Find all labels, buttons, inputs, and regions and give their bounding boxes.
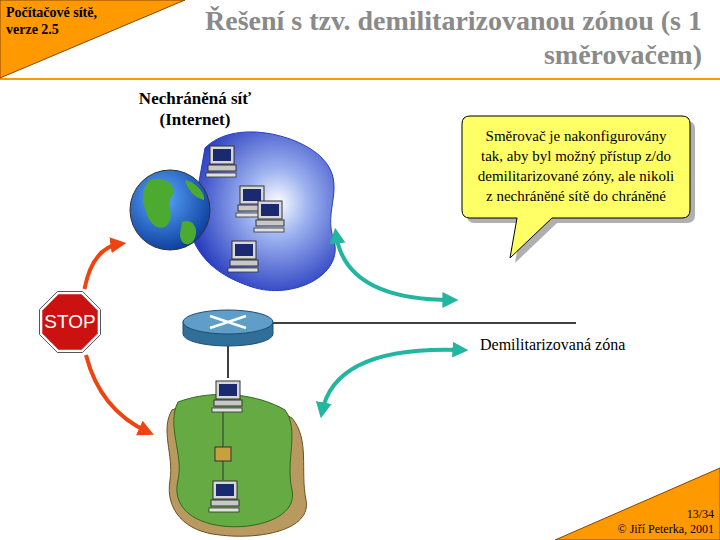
stop-sign: STOP	[37, 289, 103, 355]
router-arrows	[210, 316, 246, 328]
stop-text: STOP	[37, 289, 103, 355]
corner-triangle-fill	[0, 0, 185, 78]
internet-network: Nechráněná síť (Internet)	[120, 88, 340, 293]
node-text: © Jiří Peterka, 2001	[618, 522, 714, 537]
slide-title: Řešení s tzv. demilitarizovanou zónou (s…	[190, 4, 702, 72]
lan-wire	[223, 461, 224, 480]
callout-bubble: Směrovač je nakonfigurovány tak, aby byl…	[462, 116, 690, 218]
computer-icon	[228, 241, 258, 272]
dmz-wire	[270, 322, 576, 324]
page-badge: 13/34© Jiří Peterka, 2001	[555, 468, 720, 540]
globe-land	[185, 180, 204, 200]
node-text: 13/34	[687, 507, 714, 522]
lan-wire	[223, 412, 224, 447]
globe-land	[180, 221, 196, 244]
globe	[130, 170, 210, 250]
node-text: Nechráněná síť (Internet)	[120, 88, 270, 130]
callout-text: Směrovač je nakonfigurovány tak, aby byl…	[462, 116, 690, 218]
blocked-arrow	[86, 355, 148, 432]
protected-network	[174, 394, 293, 526]
computer-icon	[254, 201, 284, 232]
globe-land	[143, 179, 174, 228]
corner-badge: Počítačové sítě, verze 2.5	[0, 0, 186, 80]
zone-label: Demilitarizovaná zóna	[480, 336, 625, 354]
blocked-arrow	[85, 244, 120, 289]
page-triangle-fill	[555, 468, 720, 540]
computer-icon	[206, 146, 236, 177]
router-top	[183, 310, 273, 334]
network-device	[215, 447, 231, 461]
internet-cloud	[190, 132, 335, 291]
node-text: Počítačové sítě, verze 2.5	[6, 4, 124, 38]
header-rule	[0, 78, 720, 80]
access-arrow	[336, 234, 452, 300]
callout-fill	[462, 116, 690, 258]
access-arrow	[322, 350, 462, 412]
computer-icon	[212, 381, 242, 412]
computer-icon	[209, 481, 239, 512]
